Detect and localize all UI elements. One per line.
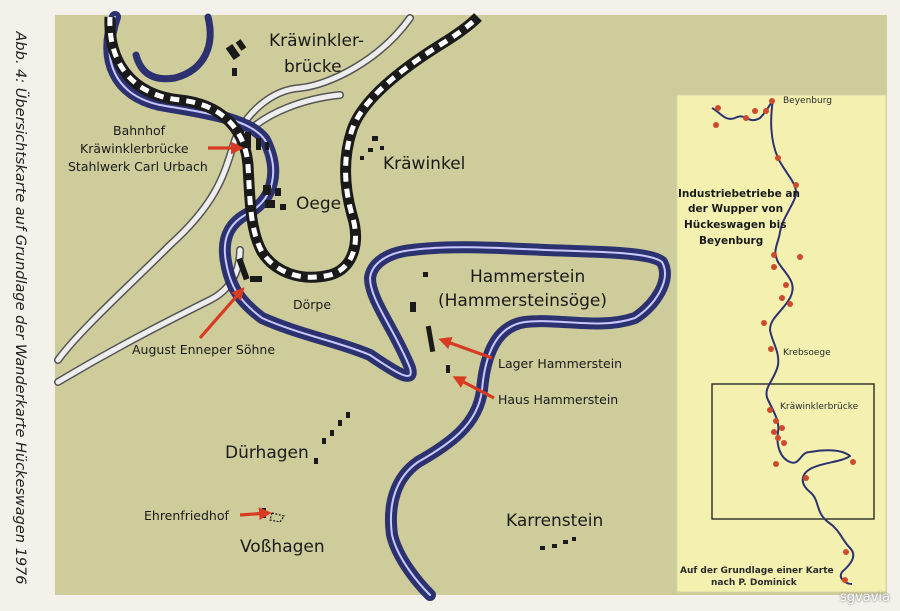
railway-line: [104, 13, 482, 283]
inset-title-2: der Wupper von: [688, 203, 783, 215]
inset-title-3: Hückeswagen bis: [684, 219, 786, 231]
label-enneper: August Enneper Söhne: [132, 342, 275, 357]
inset-factory-dots: [713, 98, 856, 583]
inset-label-beyenburg: Beyenburg: [783, 96, 832, 106]
label-oege: Oege: [296, 194, 341, 214]
inset-source-2: nach P. Dominick: [711, 578, 798, 588]
inset-label-kraewinklerbruecke: Kräwinklerbrücke: [780, 402, 859, 412]
inset-map: Beyenburg Industriebetriebe an der Wuppe…: [676, 94, 887, 593]
inset-river: [711, 99, 855, 585]
inset-background: [676, 94, 887, 593]
label-vosshagen: Voßhagen: [240, 537, 325, 557]
label-bahnhof-2: Kräwinklerbrücke: [80, 141, 189, 156]
label-karrenstein: Karrenstein: [506, 511, 603, 531]
watermark: sgvavia: [840, 590, 890, 605]
inset-title-1: Industriebetriebe an: [678, 188, 800, 200]
inset-label-krebsoege: Krebsoege: [783, 348, 831, 358]
annotation-arrows: [198, 141, 495, 521]
inset-source-1: Auf der Grundlage einer Karte: [680, 566, 834, 576]
building-marks: [225, 39, 576, 550]
inset-title-4: Beyenburg: [699, 235, 763, 247]
label-doerpe: Dörpe: [293, 297, 331, 312]
label-ehrenfriedhof: Ehrenfriedhof: [144, 508, 230, 523]
label-lager-hammerstein: Lager Hammerstein: [498, 356, 622, 371]
label-bahnhof-1: Bahnhof: [113, 123, 166, 138]
label-duerhagen: Dürhagen: [225, 443, 309, 463]
label-hammerstein-2: (Hammersteinsöge): [438, 291, 607, 311]
inset-detail-frame: [711, 383, 875, 520]
label-haus-hammerstein: Haus Hammerstein: [498, 392, 618, 407]
label-bahnhof-3: Stahlwerk Carl Urbach: [68, 159, 208, 174]
label-kraewinklerbruecke-1: Kräwinkler-: [269, 31, 364, 51]
label-hammerstein-1: Hammerstein: [470, 267, 585, 287]
label-kraewinklerbruecke-2: brücke: [284, 57, 342, 77]
label-kraewinkel: Kräwinkel: [383, 154, 465, 174]
